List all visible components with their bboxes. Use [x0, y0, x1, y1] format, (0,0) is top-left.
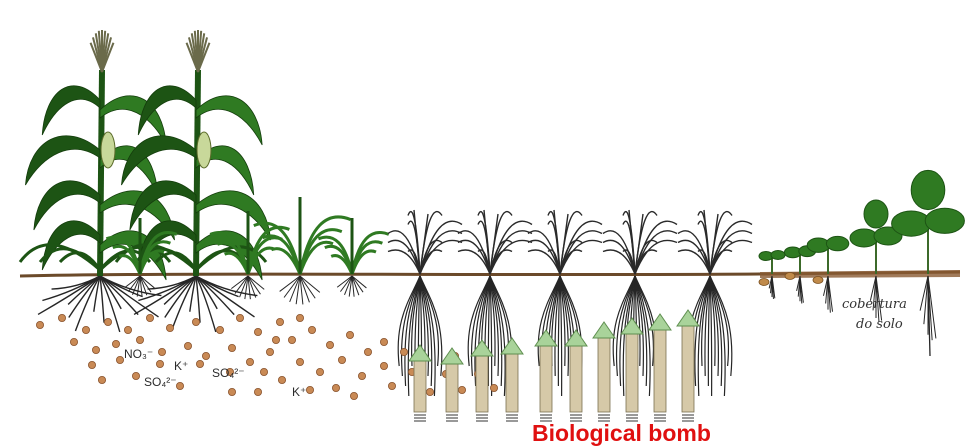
nutrient-pellet-icon: [296, 358, 303, 365]
nutrient-pellet-icon: [202, 352, 209, 359]
young-corn-plant-icon: [254, 197, 351, 304]
nutrient-pellet-icon: [276, 318, 283, 325]
corn-plant-icon: [116, 30, 271, 332]
nutrient-pellet-icon: [176, 382, 183, 389]
nutrient-pellet-icon: [254, 388, 261, 395]
nutrient-pellet-icon: [358, 372, 365, 379]
nutrient-pellet-icon: [380, 362, 387, 369]
label-potassium-1: K⁺: [174, 359, 188, 373]
nutrient-pellet-icon: [458, 386, 465, 393]
seedling-icon: [892, 170, 965, 340]
grass-plant-icon: [458, 210, 532, 396]
nutrient-pellet-icon: [254, 328, 261, 335]
label-soil-cover-line2: do solo: [856, 317, 903, 332]
nutrient-pellet-icon: [36, 321, 43, 328]
label-potassium-2: K⁺: [292, 385, 306, 399]
nutrient-pellet-icon: [236, 314, 243, 321]
nutrient-pellet-icon: [228, 388, 235, 395]
nutrient-pellet-icon: [136, 336, 143, 343]
nutrient-pellet-icon: [490, 384, 497, 391]
nutrient-pellet-icon: [326, 341, 333, 348]
nutrient-pellet-icon: [338, 356, 345, 363]
nutrient-pellet-icon: [228, 344, 235, 351]
nutrient-pellet-icon: [332, 384, 339, 391]
upward-arrow-icon: [409, 345, 431, 421]
nutrient-pellet-icon: [246, 358, 253, 365]
nutrient-pellet-icon: [70, 338, 77, 345]
seed-icon: [785, 273, 795, 280]
nutrient-pellet-icon: [116, 356, 123, 363]
grass-plant-icon: [528, 210, 602, 396]
nutrient-pellet-icon: [192, 318, 199, 325]
nutrient-pellet-icon: [278, 376, 285, 383]
nutrient-pellet-icon: [316, 368, 323, 375]
nutrient-pellet-icon: [272, 336, 279, 343]
nutrient-pellet-icon: [216, 326, 223, 333]
nutrient-pellet-icon: [156, 360, 163, 367]
nutrient-pellet-icon: [196, 360, 203, 367]
seed-icon: [759, 279, 769, 286]
label-nitrate: NO₃⁻: [124, 347, 153, 361]
nutrient-pellet-icon: [308, 326, 315, 333]
nutrient-pellet-icon: [426, 388, 433, 395]
nutrient-pellet-icon: [400, 348, 407, 355]
nutrient-pellet-icon: [88, 361, 95, 368]
upward-arrow-icon: [649, 314, 671, 421]
nutrient-pellet-icon: [184, 342, 191, 349]
nutrient-pellet-icon: [350, 392, 357, 399]
nutrient-pellet-icon: [288, 336, 295, 343]
upward-arrow-icon: [501, 338, 523, 421]
nutrient-pellet-icon: [346, 331, 353, 338]
nutrient-pellet-icon: [58, 314, 65, 321]
nutrient-pellet-icon: [166, 324, 173, 331]
label-sulfate-right: SO₄²⁻: [212, 366, 245, 380]
nutrient-pellet-icon: [296, 314, 303, 321]
seed-icon: [813, 277, 823, 284]
nutrient-pellet-icon: [82, 326, 89, 333]
nutrient-uplift-arrows: [409, 310, 699, 421]
corn-plant-icon: [20, 30, 175, 332]
nutrient-pellet-icon: [364, 348, 371, 355]
young-corn-plants: [106, 197, 388, 304]
label-sulfate-left: SO₄²⁻: [144, 375, 177, 389]
nutrient-pellet-icon: [158, 348, 165, 355]
upward-arrow-icon: [471, 340, 493, 421]
nutrient-pellet-icon: [98, 376, 105, 383]
label-soil-cover-line1: cobertura: [842, 297, 907, 312]
nutrient-pellet-icon: [380, 338, 387, 345]
nutrient-pellet-icon: [112, 340, 119, 347]
nutrient-pellet-icon: [124, 326, 131, 333]
nutrient-pellet-icon: [260, 368, 267, 375]
nutrient-pellet-icon: [146, 314, 153, 321]
caption-biological-bomb: Biological bomb: [532, 420, 711, 446]
nutrient-pellet-icon: [388, 382, 395, 389]
nutrient-pellet-icon: [92, 346, 99, 353]
upward-arrow-icon: [621, 318, 643, 421]
upward-arrow-icon: [593, 322, 615, 421]
nutrient-pellet-icon: [104, 318, 111, 325]
nutrient-pellet-icon: [306, 386, 313, 393]
upward-arrow-icon: [677, 310, 699, 421]
upward-arrow-icon: [535, 330, 557, 421]
nutrient-pellet-icon: [132, 372, 139, 379]
nutrient-pellet-icon: [266, 348, 273, 355]
upward-arrow-icon: [441, 348, 463, 421]
